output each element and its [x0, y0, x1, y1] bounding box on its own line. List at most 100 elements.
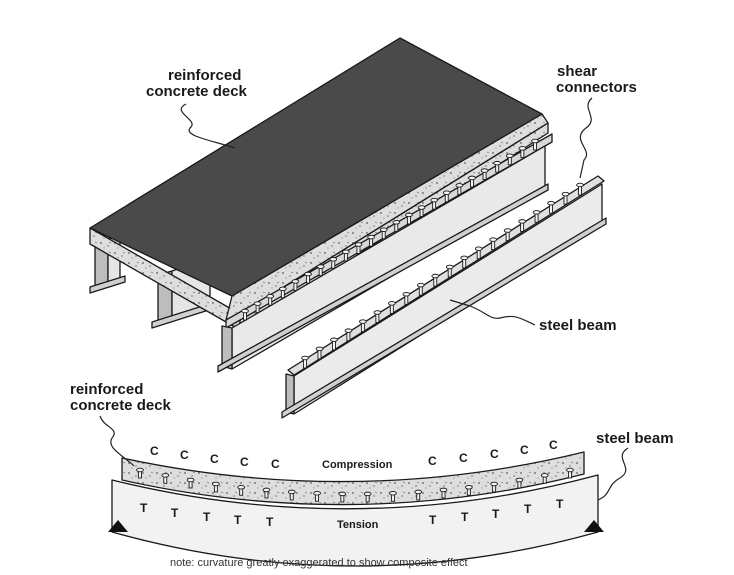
c-mark: C [549, 438, 558, 452]
shear-connector [531, 138, 539, 151]
t-mark: T [461, 510, 469, 524]
note-text: note: curvature greatly exaggerated to s… [170, 557, 468, 569]
left-support [108, 520, 128, 532]
t-mark: T [171, 506, 179, 520]
right-support [584, 520, 604, 532]
deck-label-line1: reinforced [168, 67, 241, 84]
t-mark: T [234, 513, 242, 527]
section-view: C C C C C C C C C C T T T T T T T T T T … [70, 381, 674, 569]
shear-connector [416, 282, 425, 296]
shear-connector [532, 210, 541, 223]
shear-connector [389, 491, 397, 502]
connectors-label-line2: connectors [556, 79, 637, 96]
shear-connector [266, 293, 275, 306]
shear-connector [387, 301, 396, 314]
c-mark: C [210, 452, 219, 466]
c-mark: C [180, 448, 189, 462]
shear-connector [405, 212, 413, 225]
shear-connector [304, 271, 312, 284]
shear-connector [379, 227, 388, 240]
shear-connector [547, 200, 555, 214]
shear-connector [212, 481, 220, 493]
shear-connector [315, 346, 324, 360]
c-mark: C [428, 454, 437, 468]
shear-connector [363, 491, 372, 503]
section-shear-connectors [136, 467, 574, 503]
shear-connector [237, 485, 246, 496]
shear-connector [287, 489, 296, 501]
shear-connector [262, 487, 271, 499]
shear-connector [186, 477, 195, 489]
shear-connector [455, 183, 464, 195]
shear-connector [313, 491, 321, 502]
shear-connector [316, 264, 325, 277]
shear-connector [329, 257, 338, 269]
t-mark: T [492, 507, 500, 521]
shear-connector [344, 328, 353, 342]
shear-connector [561, 191, 570, 205]
shear-connector [161, 473, 170, 484]
compression-label: Compression [322, 459, 393, 471]
shear-connector [505, 153, 514, 166]
c-mark: C [459, 451, 468, 465]
shear-connector [417, 205, 426, 217]
section-deck-leader [99, 415, 135, 467]
shear-connector [330, 337, 338, 351]
shear-connector [493, 160, 502, 173]
tension-label: Tension [337, 519, 379, 531]
shear-connector [439, 487, 448, 499]
section-beam-leader [597, 447, 629, 501]
shear-connector [136, 467, 144, 479]
shear-connector [359, 319, 367, 333]
t-mark: T [429, 513, 437, 527]
steel-beam-front [281, 175, 607, 419]
steel-beam-exposed [217, 133, 553, 373]
shear-connector [566, 467, 574, 479]
shear-connector [468, 175, 476, 188]
connectors-leader [579, 97, 593, 179]
c-mark: C [490, 447, 499, 461]
beam-leader [449, 299, 536, 326]
shear-connector [431, 273, 440, 287]
c-mark: C [520, 443, 529, 457]
isometric-view: reinforced concrete deck shear connector… [89, 37, 637, 419]
beam-label: steel beam [539, 317, 617, 334]
shear-connector [373, 310, 382, 323]
shear-connector [503, 228, 512, 241]
section-deck-label-line2: concrete deck [70, 397, 172, 414]
section-beam-label: steel beam [596, 430, 674, 447]
connectors-label-line1: shear [557, 63, 597, 80]
shear-connector [301, 355, 309, 369]
deck-label-line2: concrete deck [146, 83, 248, 100]
shear-connector [354, 242, 363, 254]
shear-connector [291, 279, 300, 291]
shear-connector [253, 301, 262, 314]
shear-connector [430, 197, 438, 210]
shear-connector [490, 481, 498, 493]
shear-connector [445, 264, 454, 278]
shear-connectors [301, 182, 584, 369]
shear-connector [442, 190, 451, 203]
shear-connector [518, 146, 527, 158]
shear-connector [278, 286, 287, 299]
shear-connector [402, 292, 411, 305]
deck-leader [180, 103, 236, 149]
shear-connector [489, 237, 498, 251]
shear-connector [367, 234, 375, 247]
shear-connector [515, 477, 524, 489]
t-mark: T [203, 510, 211, 524]
c-mark: C [150, 444, 159, 458]
shear-connector [518, 219, 526, 232]
shear-connector [460, 255, 469, 269]
shear-connector [540, 473, 549, 484]
t-mark: T [266, 515, 274, 529]
shear-connector [576, 182, 584, 196]
shear-connector [480, 168, 489, 181]
shear-connector [342, 249, 350, 262]
shear-connector [474, 246, 483, 260]
shear-connector [464, 485, 473, 496]
t-mark: T [524, 502, 532, 516]
shear-connector [392, 220, 401, 232]
exposed-shear-connectors [241, 138, 539, 321]
